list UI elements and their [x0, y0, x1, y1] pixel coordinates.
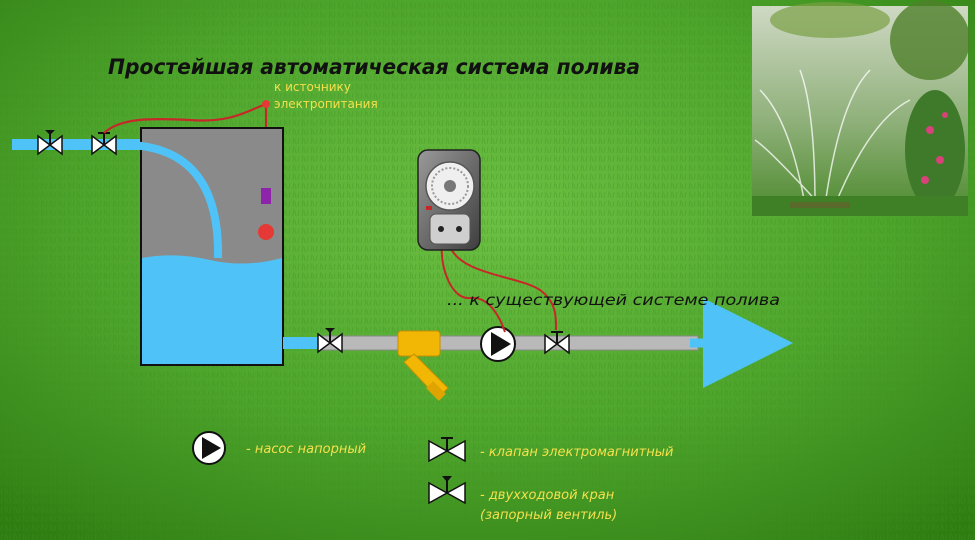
float-sensor-icon [258, 188, 274, 240]
inlet-solenoid-valve-icon [91, 132, 117, 156]
y-filter-icon [397, 330, 449, 401]
outlet-solenoid-valve-icon [544, 331, 570, 355]
diagram-title: Простейшая автоматическая система полива [108, 55, 640, 79]
legend-two-way-valve-sublabel: (запорный вентиль) [480, 508, 617, 523]
water-tank [130, 127, 284, 366]
legend-solenoid-valve-icon [428, 437, 466, 463]
timer-wire-to-pump [440, 245, 506, 333]
legend: - насос напорный - клапан электромагнитн… [192, 431, 673, 523]
inlet-pipe [12, 139, 142, 150]
pump-icon [480, 326, 516, 362]
wire-junction [262, 100, 270, 108]
mechanical-timer-socket-icon [417, 149, 481, 251]
inlet-two-way-valve-icon [37, 130, 63, 156]
power-source-label-line1: к источнику [274, 80, 351, 94]
legend-two-way-valve-label: - двухходовой кран [480, 488, 615, 503]
timer-wire-to-valve [449, 245, 557, 331]
float-switch-wire [103, 102, 268, 262]
outlet-two-way-valve-icon [317, 328, 343, 354]
existing-system-label: ... к существующей системе полива [447, 291, 780, 309]
legend-pump-icon [192, 431, 226, 465]
legend-solenoid-valve-label: - клапан электромагнитный [480, 445, 673, 460]
legend-pump-label: - насос напорный [246, 442, 366, 457]
power-source-label-line2: электропитания [274, 97, 378, 111]
legend-two-way-valve-icon [428, 476, 466, 505]
sprinkler-photo [752, 0, 970, 216]
